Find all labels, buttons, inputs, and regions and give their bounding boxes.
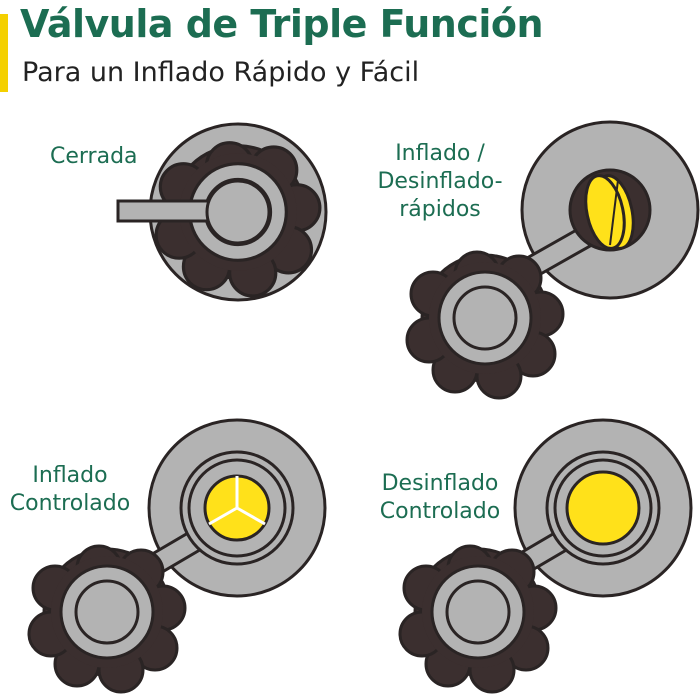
page-subtitle: Para un Inflado Rápido y Fácil [22, 57, 420, 88]
valve-closed [116, 122, 328, 302]
three-segment-valve-icon [203, 474, 271, 542]
valve-controlled-inflate [27, 418, 327, 694]
title-accent-bar [0, 14, 8, 92]
label-controlled-deflate: Desinflado Controlado [379, 471, 501, 524]
label-closed: Cerrada [50, 144, 138, 169]
label-controlled-inflate: Inflado Controlado [9, 463, 131, 516]
valve-rapid [405, 120, 700, 400]
page-title: Válvula de Triple Función [20, 2, 544, 46]
label-rapid: Inflado / Desinflado- rápidos [377, 141, 503, 222]
valve-controlled-deflate [398, 418, 693, 694]
rapid-flap-icon [584, 174, 635, 250]
solid-valve-disc-icon [565, 470, 641, 546]
